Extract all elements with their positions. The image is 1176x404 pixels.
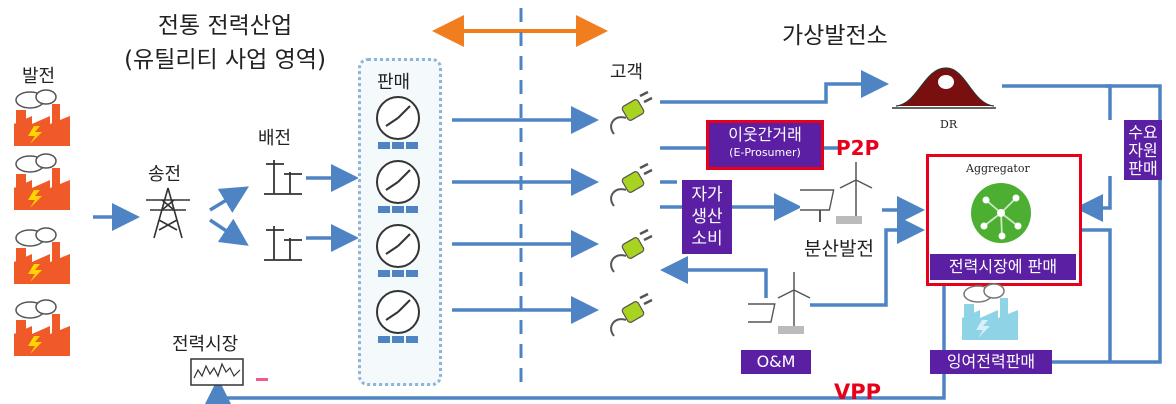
transmission-label: 송전 [148,164,182,185]
aggregator-label: Aggregator [966,162,1030,175]
plug-icon [610,228,653,273]
demand-to-aggregator [1075,176,1112,222]
demand-resource-sale-box: 수요 자원 판매 [1124,120,1162,180]
power-market-label: 전력시장 [172,334,239,355]
om-box: O&M [741,350,811,374]
customer-to-dr [660,70,889,104]
p2p-label: P2P [836,136,880,160]
transmission-branch-down [209,218,249,246]
om-to-customer [660,256,768,298]
sales-label: 판매 [377,72,411,93]
distribution-pole-icon [264,226,302,261]
neighbor-trade-box: 이웃간거래 (E-Prosumer) [706,120,824,170]
transmission-branch-up [209,186,249,213]
demand-response-icon [892,67,996,109]
market-marker [256,378,268,381]
right-title: 가상발전소 [782,23,888,49]
plug-icon [610,292,653,337]
network-globe-icon [971,183,1031,243]
wind-solar-icon [800,162,873,224]
plug-icon [610,162,653,207]
left-title: 전통 전력산업 (유틸리티 사업 영역) [124,13,326,73]
electric-meter-icon [376,96,420,149]
market-sale-box: 전력시장에 판매 [930,254,1076,280]
surplus-power-sale-box: 잉여전력판매 [930,350,1052,374]
factory-icon [14,299,70,356]
wind-solar-icon [748,272,811,334]
right-outer-loop [1052,84,1162,364]
distribution-label: 배전 [258,128,292,149]
market-chart-icon [190,358,244,386]
vpp-label: VPP [834,380,882,404]
electric-meter-icon [376,224,420,277]
factory-icon [962,283,1018,340]
dr-label: DR [940,118,958,131]
om-to-aggregator [810,216,925,307]
factory-icon [14,89,70,146]
factory-icon [14,227,70,284]
transmission-tower-icon [146,187,190,239]
self-generation-box: 자가 생산 소비 [682,180,732,254]
plug-icon [610,90,653,135]
factory-icon [14,153,70,210]
distribution-pole-icon [264,160,302,195]
generation-label: 발전 [22,66,56,87]
vpp-return-line [204,282,946,404]
aggregator-right-branch [1078,228,1112,362]
customer-label: 고객 [610,62,644,83]
dr-to-demand [1002,84,1112,120]
distributed-generation-label: 분산발전 [804,238,874,260]
electric-meter-icon [376,290,420,343]
electric-meter-icon [376,160,420,213]
